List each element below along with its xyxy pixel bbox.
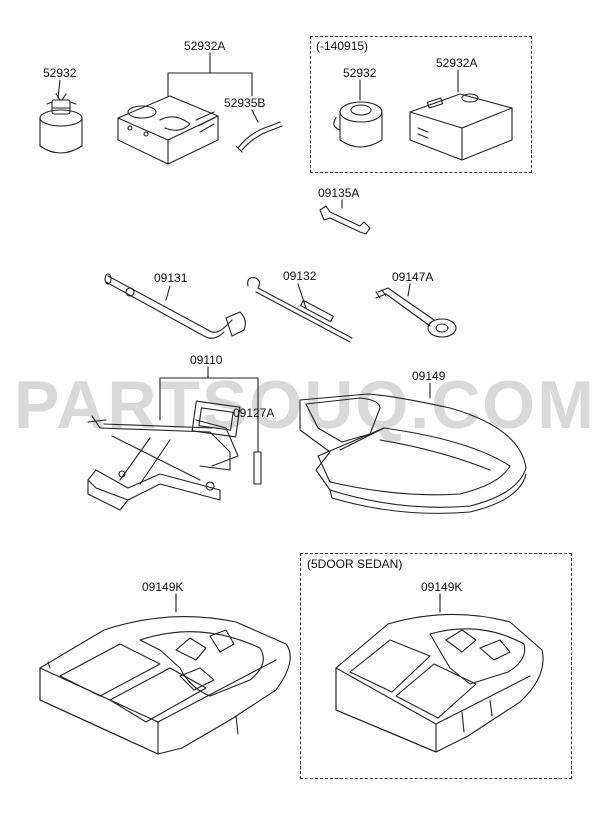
lug-wrench-09147A: [375, 287, 457, 338]
label-09147A: 09147A: [392, 270, 434, 284]
label-09127A: 09127A: [233, 406, 275, 420]
label-09132: 09132: [283, 269, 317, 283]
compressor-52932A: [117, 95, 219, 165]
label-plate-09127A: [253, 451, 262, 485]
label-52932A-compressor-alt: 52932A: [436, 56, 478, 70]
leader-lines: [57, 52, 459, 613]
label-09149K: 09149K: [142, 580, 184, 594]
label-09149: 09149: [412, 369, 446, 383]
group-box-140915: [310, 36, 532, 173]
group-box-5door-sedan: [300, 553, 572, 779]
label-52932-sealant-alt: 52932: [343, 66, 377, 80]
jack-09110: [87, 400, 241, 511]
jack-handle-09131: [104, 273, 246, 339]
hose-52935B: [235, 121, 283, 153]
label-52932A-compressor: 52932A: [184, 39, 226, 53]
tray-09149K-5door: [335, 613, 544, 753]
label-52935B: 52935B: [224, 96, 266, 110]
label-09135A: 09135A: [318, 186, 360, 200]
label-09110: 09110: [190, 353, 223, 367]
label-group-140915: (-140915): [316, 39, 369, 53]
compressor-52932A-alt: [409, 93, 513, 161]
label-09131: 09131: [154, 271, 188, 285]
label-52932-sealant: 52932: [43, 66, 77, 80]
sealant-bottle-52932: [39, 93, 83, 154]
tray-09149K: [39, 616, 291, 755]
label-09149K-alt: 09149K: [421, 580, 463, 594]
tray-09149: [299, 393, 527, 514]
watermark: PARTSOUQ.COM: [14, 367, 596, 443]
sealant-52932-alt: [333, 101, 383, 148]
label-group-5door-sedan: (5DOOR SEDAN): [307, 557, 403, 571]
extension-rod-09132: [247, 277, 353, 343]
wrench-09135A: [319, 205, 371, 235]
